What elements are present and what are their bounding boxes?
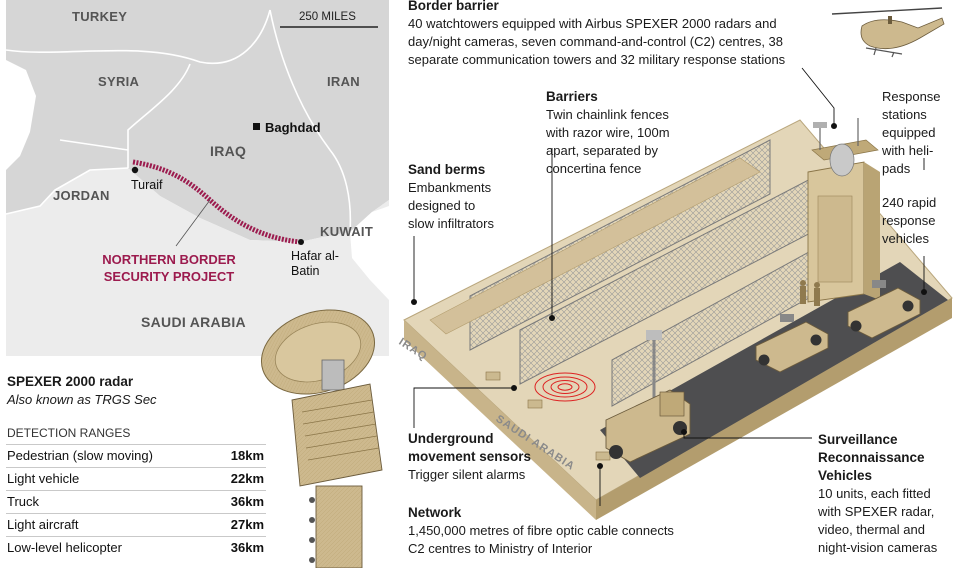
leader-dots (411, 123, 927, 469)
callout-line: stations (882, 107, 927, 122)
city-dot-hafar (298, 239, 304, 245)
callout-line: Trigger silent alarms (408, 467, 526, 482)
callout-title: Barriers (546, 89, 598, 104)
callout-line: concertina fence (546, 161, 642, 176)
callout-line: day/night cameras, seven command-and-con… (408, 34, 784, 49)
callout-line: pads (882, 161, 911, 176)
callout-line: video, thermal and (818, 522, 925, 537)
country-label-kuwait: KUWAIT (320, 224, 374, 239)
sea-med (6, 60, 36, 170)
callout-line: 10 units, each fitted (818, 486, 931, 501)
range-value: 27km (214, 513, 266, 537)
radar-subtitle: Also known as TRGS Sec (7, 392, 157, 407)
callout-line: response (882, 213, 936, 228)
callout-line: Embankments (408, 180, 492, 195)
callout-network: Network 1,450,000 metres of fibre optic … (408, 504, 728, 558)
project-label: NORTHERN BORDER SECURITY PROJECT (102, 252, 236, 284)
callout-line: 240 rapid (882, 195, 937, 210)
region-map (5, 0, 389, 356)
city-label-hafar-al-batin: Hafar al-Batin (291, 249, 339, 278)
scale-label: 250 MILES (299, 11, 356, 23)
sensor-rings-icon (534, 372, 596, 402)
detection-ranges-heading: DETECTION RANGES (7, 426, 131, 440)
humvee-icon (755, 280, 921, 373)
radar-title: SPEXER 2000 radar (7, 374, 134, 389)
watchtower-icon (807, 118, 880, 303)
country-label-iran: IRAN (327, 74, 360, 89)
country-label-saudi-arabia: SAUDI ARABIA (141, 314, 246, 330)
sea-gulf (350, 206, 389, 300)
city-label-baghdad: Baghdad (265, 120, 321, 135)
callout-title: Surveillance (818, 432, 898, 447)
callout-line: slow infiltrators (408, 216, 494, 231)
radar-dish-icon (260, 309, 383, 568)
callout-line: vehicles (882, 231, 929, 246)
ground-side-right (596, 298, 952, 520)
range-label: Light vehicle (6, 467, 215, 491)
callout-line: equipped (882, 125, 936, 140)
callout-line: night-vision cameras (818, 540, 938, 555)
callout-sand-berms: Sand berms Embankments designed to slow … (408, 161, 528, 233)
callout-line: Twin chainlink fences (546, 107, 669, 122)
callout-title: Underground (408, 431, 494, 446)
detection-ranges-table: Pedestrian (slow moving)18km Light vehic… (6, 444, 266, 559)
range-value: 18km (214, 444, 266, 468)
city-dot-turaif (131, 166, 139, 174)
callout-line: apart, separated by (546, 143, 659, 158)
callout-line: designed to (408, 198, 476, 213)
table-row: Pedestrian (slow moving)18km (6, 444, 266, 468)
callout-line: 40 watchtowers equipped with Airbus SPEX… (408, 16, 777, 31)
callout-line: Response (882, 89, 941, 104)
range-label: Light aircraft (6, 513, 215, 537)
callout-title: Network (408, 505, 462, 520)
callout-line: 1,450,000 metres of fibre optic cable co… (408, 523, 674, 538)
range-value: 36km (214, 490, 266, 514)
range-value: 22km (214, 467, 266, 491)
callout-response-stations: Response stations equipped with heli- pa… (882, 88, 952, 178)
range-label: Low-level helicopter (6, 536, 215, 559)
city-dot-baghdad (253, 123, 260, 130)
callout-title: Reconnaissance (818, 450, 925, 465)
range-label: Pedestrian (slow moving) (6, 444, 215, 468)
range-value: 36km (214, 536, 266, 559)
callout-line: C2 centres to Ministry of Interior (408, 541, 593, 556)
callout-line: separate communication towers and 32 mil… (408, 52, 786, 67)
ground-side-left (404, 320, 596, 520)
range-label: Truck (6, 490, 215, 514)
callout-title: Vehicles (818, 468, 873, 483)
callout-line: with heli- (882, 143, 934, 158)
callout-title: Border barrier (408, 0, 499, 13)
callout-title: Sand berms (408, 162, 486, 177)
city-label-turaif: Turaif (131, 178, 163, 192)
border-project-line (132, 159, 301, 245)
country-label-jordan: JORDAN (53, 188, 110, 203)
callout-underground-sensors: Underground movement sensors Trigger sil… (408, 430, 568, 484)
callout-title: movement sensors (408, 449, 532, 464)
callout-barriers: Barriers Twin chainlink fences with razo… (546, 88, 696, 178)
callout-rapid-vehicles: 240 rapid response vehicles (882, 194, 952, 248)
soldiers-icon (800, 280, 820, 306)
callout-line: with razor wire, 100m (546, 125, 670, 140)
callout-surveillance-vehicles: Surveillance Reconnaissance Vehicles 10 … (818, 431, 954, 557)
country-label-iraq: IRAQ (210, 143, 247, 159)
callout-line: with SPEXER radar, (818, 504, 935, 519)
land-saudi (6, 168, 389, 356)
helicopter-icon (831, 7, 945, 58)
land-north (6, 0, 389, 242)
country-label-turkey: TURKEY (72, 9, 128, 24)
callout-border-barrier: Border barrier 40 watchtowers equipped w… (408, 0, 828, 69)
country-label-syria: SYRIA (98, 74, 140, 89)
